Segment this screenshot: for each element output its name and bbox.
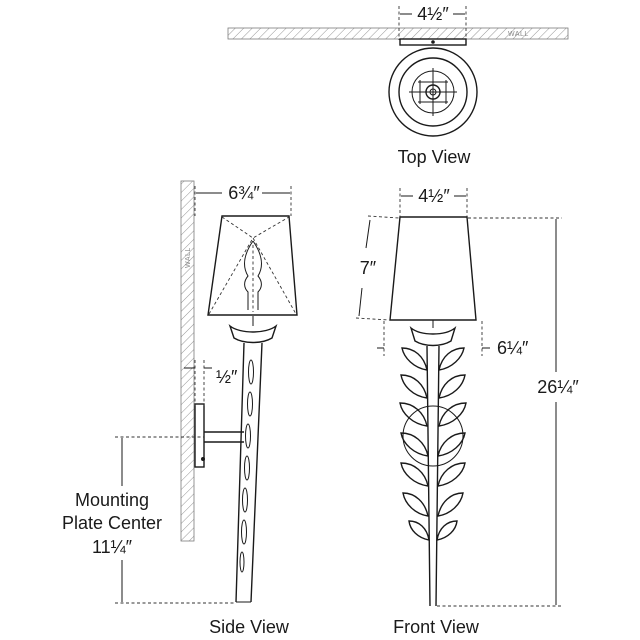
front-stem [426, 345, 440, 607]
side-backplate [194, 403, 205, 468]
side-leaf-slots [239, 359, 254, 573]
front-width-label: 4½″ [418, 186, 450, 206]
shade-height-dimension: 7″ [355, 215, 400, 321]
side-cup [228, 323, 278, 344]
overall-height-label: 26¼″ [537, 377, 579, 397]
mounting-label-value: 11¼″ [92, 537, 133, 557]
top-mounting-bar [399, 38, 467, 46]
side-wall-strip [180, 180, 195, 542]
front-view: 4½″ 7″ 6¼″ [355, 186, 579, 637]
top-fixture-plan [388, 47, 478, 137]
side-view: WALL 6¾″ [62, 180, 298, 637]
mounting-label-line1: Mounting [75, 490, 149, 510]
front-view-label: Front View [393, 617, 480, 637]
side-width-dimension: 6¾″ [194, 183, 292, 216]
side-bulb [244, 240, 262, 310]
front-leaves [399, 347, 467, 541]
overall-height-dimension: 26¼″ [437, 217, 579, 607]
front-wreath-ring [402, 405, 464, 467]
shade-bottom-label: 6¼″ [497, 338, 529, 358]
side-stem [235, 342, 263, 603]
side-offset-dimension: ½″ [184, 360, 238, 406]
top-view: WALL 4½″ Top View [227, 4, 569, 167]
side-offset-label: ½″ [216, 367, 238, 387]
side-width-label: 6¾″ [228, 183, 260, 203]
shade-height-label: 7″ [360, 258, 377, 278]
top-view-label: Top View [398, 147, 472, 167]
top-wall-strip [227, 27, 569, 40]
top-width-label: 4½″ [417, 4, 449, 24]
front-width-dimension: 4½″ [399, 186, 468, 218]
front-cup [409, 326, 457, 347]
shade-bottom-dimension: 6¼″ [377, 321, 529, 358]
top-width-dimension: 4½″ [398, 4, 467, 40]
side-shade [207, 215, 298, 316]
top-wall-label: WALL [508, 31, 529, 38]
side-wall-label: WALL [185, 247, 192, 268]
front-shade [389, 216, 477, 321]
mounting-label-line2: Plate Center [62, 513, 162, 533]
mounting-dimension: Mounting Plate Center 11¼″ [62, 436, 236, 604]
side-view-label: Side View [209, 617, 290, 637]
